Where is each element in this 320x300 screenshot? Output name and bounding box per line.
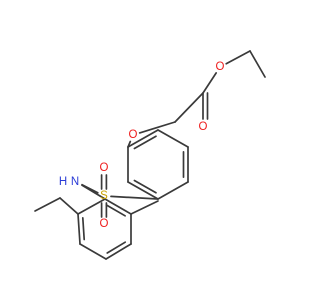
carbonyl-oxygen-label: O: [199, 121, 208, 133]
ethyl-ester-oxygen-bond: [225, 50, 251, 65]
sulfonyl-oxygen-bottom-label: O: [100, 218, 109, 230]
carbonyl-methylene-bond: [174, 92, 204, 123]
sulfur-label: S: [100, 190, 108, 202]
phenoxy-ring-bond-5: [127, 129, 159, 148]
ethyl-ch3-ch2-bond: [249, 50, 266, 78]
structure-diagram: S O O NH O O O: [34, 50, 266, 260]
ester-oxygen-label: O: [216, 61, 225, 73]
nitrogen-aryl-bond: [81, 184, 106, 200]
phenoxy-ring-bond-2: [157, 181, 189, 200]
phenoxy-ring-bond-6: [157, 129, 189, 148]
aniline-ring-bond-6: [77, 198, 106, 215]
ethyl-terminal-bond: [34, 197, 61, 212]
amine-hydrogen-label: H: [59, 176, 67, 188]
bond-group: [34, 50, 266, 260]
ring-ethyl-bond: [59, 197, 79, 215]
aniline-ring-bond-3: [105, 243, 132, 260]
amine-nitrogen-label: N: [71, 176, 79, 188]
aniline-ring-bond-4: [79, 243, 107, 260]
aryl-sulfur-bond: [110, 195, 159, 200]
phenoxy-ring-bond-3-second-line: [133, 179, 157, 194]
phenoxy-ring-bond-3: [127, 181, 159, 200]
aniline-ring-bond-1-second-line: [105, 204, 126, 217]
aniline-ring-bond-5: [77, 213, 81, 245]
phenoxy-ring-bond-5-second-line: [133, 135, 157, 150]
aniline-ring-bond-1: [104, 198, 132, 215]
ether-oxygen-label: O: [129, 129, 138, 141]
aniline-ring-bond-5-second-line: [81, 217, 86, 241]
ring-methyl-bond: [130, 200, 159, 215]
sulfonyl-oxygen-top-label: O: [100, 162, 109, 174]
aniline-ring-bond-3-second-line: [106, 241, 127, 254]
methylene-ether-oxygen-bond: [138, 121, 176, 134]
atom-label-group: S O O NH O O O: [59, 61, 225, 230]
ester-oxygen-carbonyl-bond: [202, 72, 218, 94]
